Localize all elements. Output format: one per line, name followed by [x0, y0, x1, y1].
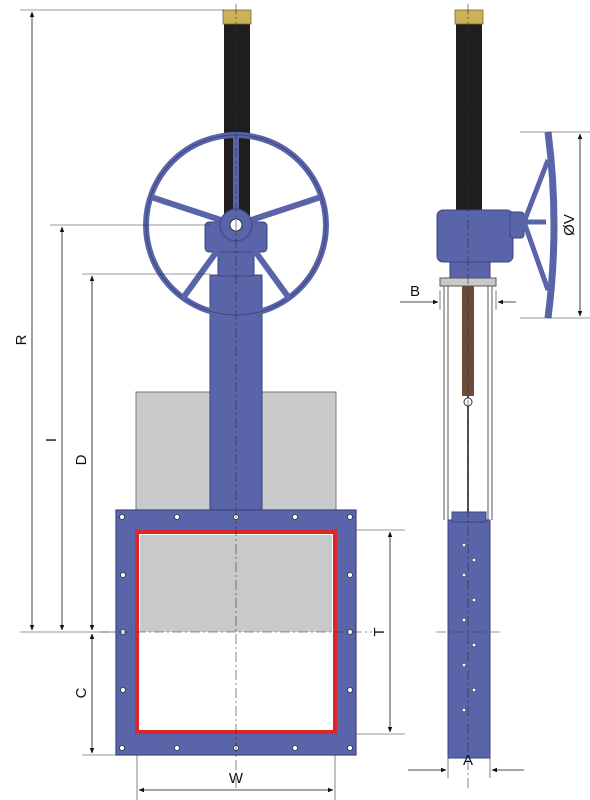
valve-body-side	[447, 519, 491, 759]
handwheel-side	[544, 131, 558, 319]
dim-label-d: D	[73, 454, 90, 465]
front-extension-lines	[20, 9, 405, 800]
front-dimension-lines	[29, 11, 393, 793]
dim-label-b: B	[410, 283, 420, 300]
dim-label-c: C	[73, 687, 90, 698]
dim-label-t: T	[371, 627, 388, 636]
dim-label-v: ØV	[561, 214, 578, 236]
front-centerlines	[100, 4, 372, 790]
side-view: B A ØV	[400, 4, 590, 790]
body-top-flange-side	[451, 511, 487, 523]
side-dimension-lines	[400, 133, 583, 773]
yoke-rails-side	[443, 283, 493, 520]
dim-label-a: A	[463, 752, 473, 769]
stem-tube-side	[456, 22, 482, 212]
gear-housing-side	[509, 211, 525, 239]
dim-label-i: I	[43, 438, 60, 442]
dim-label-w: W	[229, 770, 244, 787]
side-extension-lines	[439, 131, 590, 778]
gearbox-side	[436, 209, 514, 263]
stem-cap-front	[222, 9, 252, 25]
side-centerlines	[436, 4, 500, 790]
front-view: R I D C T W	[13, 4, 405, 800]
frame-bolts	[119, 514, 353, 751]
dim-label-r: R	[13, 334, 30, 345]
stem-cap-side	[454, 9, 484, 25]
body-bolts-side	[461, 542, 477, 713]
